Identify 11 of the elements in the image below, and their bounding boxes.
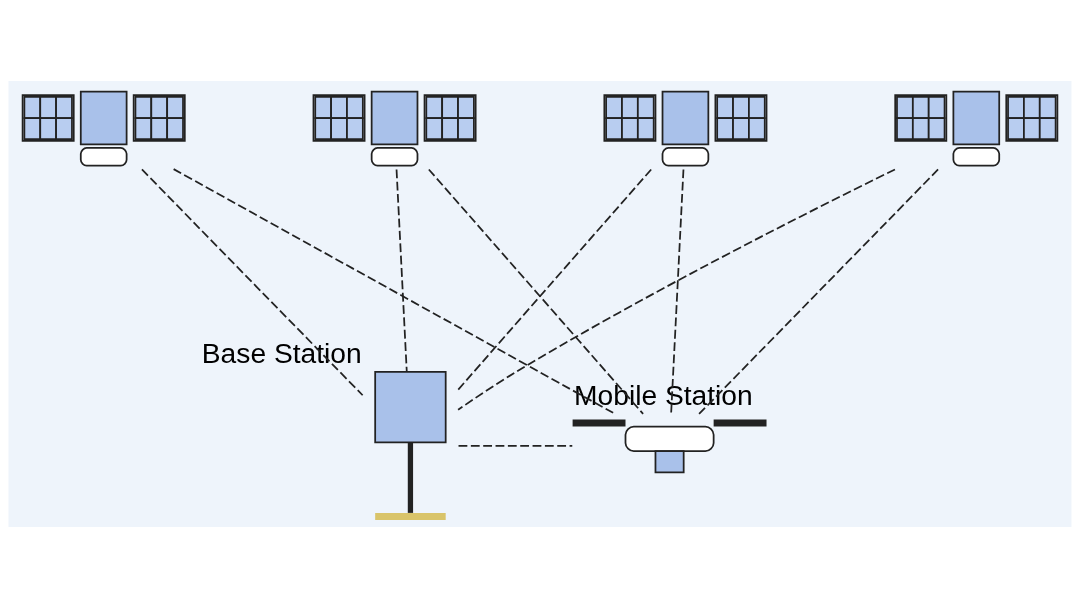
connector bbox=[395, 168, 408, 372]
connector bbox=[698, 168, 939, 415]
connector bbox=[427, 168, 644, 415]
connector bbox=[457, 444, 574, 447]
node-label: Mobile Station bbox=[574, 378, 753, 411]
connector bbox=[670, 168, 685, 415]
connector bbox=[172, 167, 616, 415]
connector bbox=[457, 168, 653, 391]
node-label: Base Station bbox=[201, 336, 362, 369]
connector bbox=[457, 168, 896, 411]
connector bbox=[141, 168, 364, 396]
